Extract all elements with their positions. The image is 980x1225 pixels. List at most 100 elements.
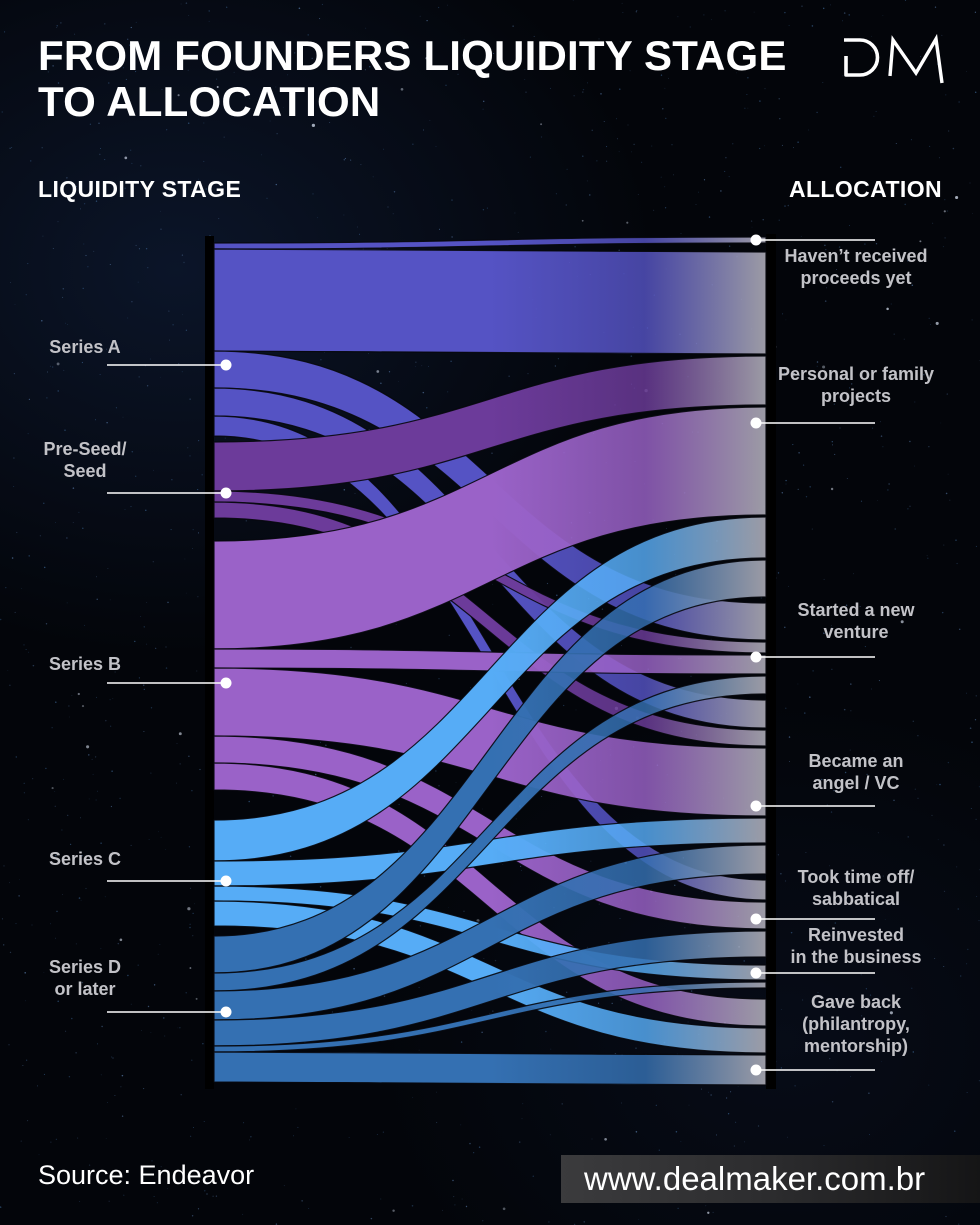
star-dot <box>187 907 191 911</box>
star-dot <box>143 731 145 732</box>
star-dot <box>928 446 930 448</box>
star-dot <box>482 100 485 103</box>
star-dot <box>751 226 753 228</box>
star-dot <box>895 142 897 145</box>
star-dot <box>423 129 424 131</box>
star-dot <box>61 893 63 895</box>
star-dot <box>31 924 33 926</box>
star-dot <box>481 1031 483 1033</box>
star-dot <box>138 248 140 250</box>
star-dot <box>95 799 97 801</box>
star-dot <box>50 1141 52 1143</box>
star-dot <box>27 819 29 821</box>
star-dot <box>127 38 129 40</box>
star-dot <box>966 71 967 72</box>
star-dot <box>524 79 526 80</box>
star-dot <box>789 761 790 762</box>
star-dot <box>870 688 873 690</box>
flow-band-D-to-AV <box>213 844 767 1021</box>
star-dot <box>463 39 465 40</box>
star-dot <box>301 1200 303 1202</box>
star-dot <box>13 373 15 375</box>
source-marker-dot <box>220 677 232 689</box>
star-dot <box>521 1118 523 1120</box>
star-dot <box>822 82 824 84</box>
star-dot <box>14 611 16 613</box>
star-dot <box>320 741 321 743</box>
star-dot <box>942 246 944 248</box>
star-dot <box>801 5 803 7</box>
star-dot <box>849 749 851 751</box>
star-dot <box>127 317 129 319</box>
star-dot <box>130 844 132 846</box>
star-dot <box>877 500 878 502</box>
star-dot <box>146 601 148 603</box>
star-dot <box>261 154 262 156</box>
star-dot <box>482 73 485 75</box>
star-dot <box>974 91 977 94</box>
star-dot <box>463 910 465 912</box>
website-banner[interactable]: www.dealmaker.com.br <box>561 1155 980 1203</box>
star-dot <box>311 87 313 89</box>
star-dot <box>929 145 931 147</box>
star-dot <box>156 1202 159 1204</box>
star-dot <box>56 910 58 913</box>
star-dot <box>680 233 682 234</box>
star-dot <box>978 920 980 922</box>
star-dot <box>626 221 629 224</box>
star-dot <box>522 1103 524 1105</box>
star-dot <box>851 383 853 385</box>
target-label-havent-received: Haven’t received proceeds yet <box>784 246 928 288</box>
star-dot <box>935 321 939 325</box>
star-dot <box>85 887 87 890</box>
website-link[interactable]: www.dealmaker.com.br <box>584 1160 926 1197</box>
star-dot <box>759 147 761 150</box>
star-dot <box>376 370 380 373</box>
star-dot <box>636 10 638 11</box>
star-dot <box>675 573 677 575</box>
star-dot <box>673 174 674 176</box>
star-dot <box>880 1061 882 1063</box>
star-dot <box>370 1217 373 1220</box>
star-dot <box>66 602 68 604</box>
star-dot <box>190 1135 192 1137</box>
star-dot <box>380 382 382 384</box>
star-dot <box>461 1198 463 1200</box>
star-dot <box>944 199 946 201</box>
star-dot <box>398 381 399 382</box>
star-dot <box>871 50 873 52</box>
star-dot <box>583 1221 585 1223</box>
star-dot <box>392 1209 395 1212</box>
star-dot <box>687 1021 689 1023</box>
source-label-series-d: Series D or later <box>48 957 122 999</box>
star-dot <box>23 792 26 794</box>
star-dot <box>104 896 106 898</box>
star-dot <box>637 194 639 195</box>
star-dot <box>591 1138 593 1140</box>
star-dot <box>943 890 946 893</box>
flow-band-B-to-GB <box>213 762 767 1027</box>
star-dot <box>426 19 428 22</box>
star-dot <box>941 611 944 614</box>
star-dot <box>114 1094 116 1097</box>
flow-band-B-to-PF <box>213 406 767 650</box>
star-dot <box>96 696 98 698</box>
star-dot <box>596 160 598 162</box>
star-dot <box>192 912 194 915</box>
star-dot <box>572 0 574 1</box>
star-dot <box>160 836 162 838</box>
star-dot <box>100 148 102 149</box>
star-dot <box>27 433 29 435</box>
star-dot <box>454 1204 456 1206</box>
flow-band-B-to-SV <box>213 648 767 675</box>
star-dot <box>166 129 168 131</box>
star-dot <box>591 129 593 131</box>
star-dot <box>831 668 833 670</box>
star-dot <box>604 1137 607 1141</box>
star-dot <box>68 705 70 707</box>
star-dot <box>165 646 167 648</box>
star-dot <box>928 1084 930 1086</box>
page-title: FROM FOUNDERS LIQUIDITY STAGE TO ALLOCAT… <box>38 33 787 125</box>
star-dot <box>160 1166 162 1168</box>
